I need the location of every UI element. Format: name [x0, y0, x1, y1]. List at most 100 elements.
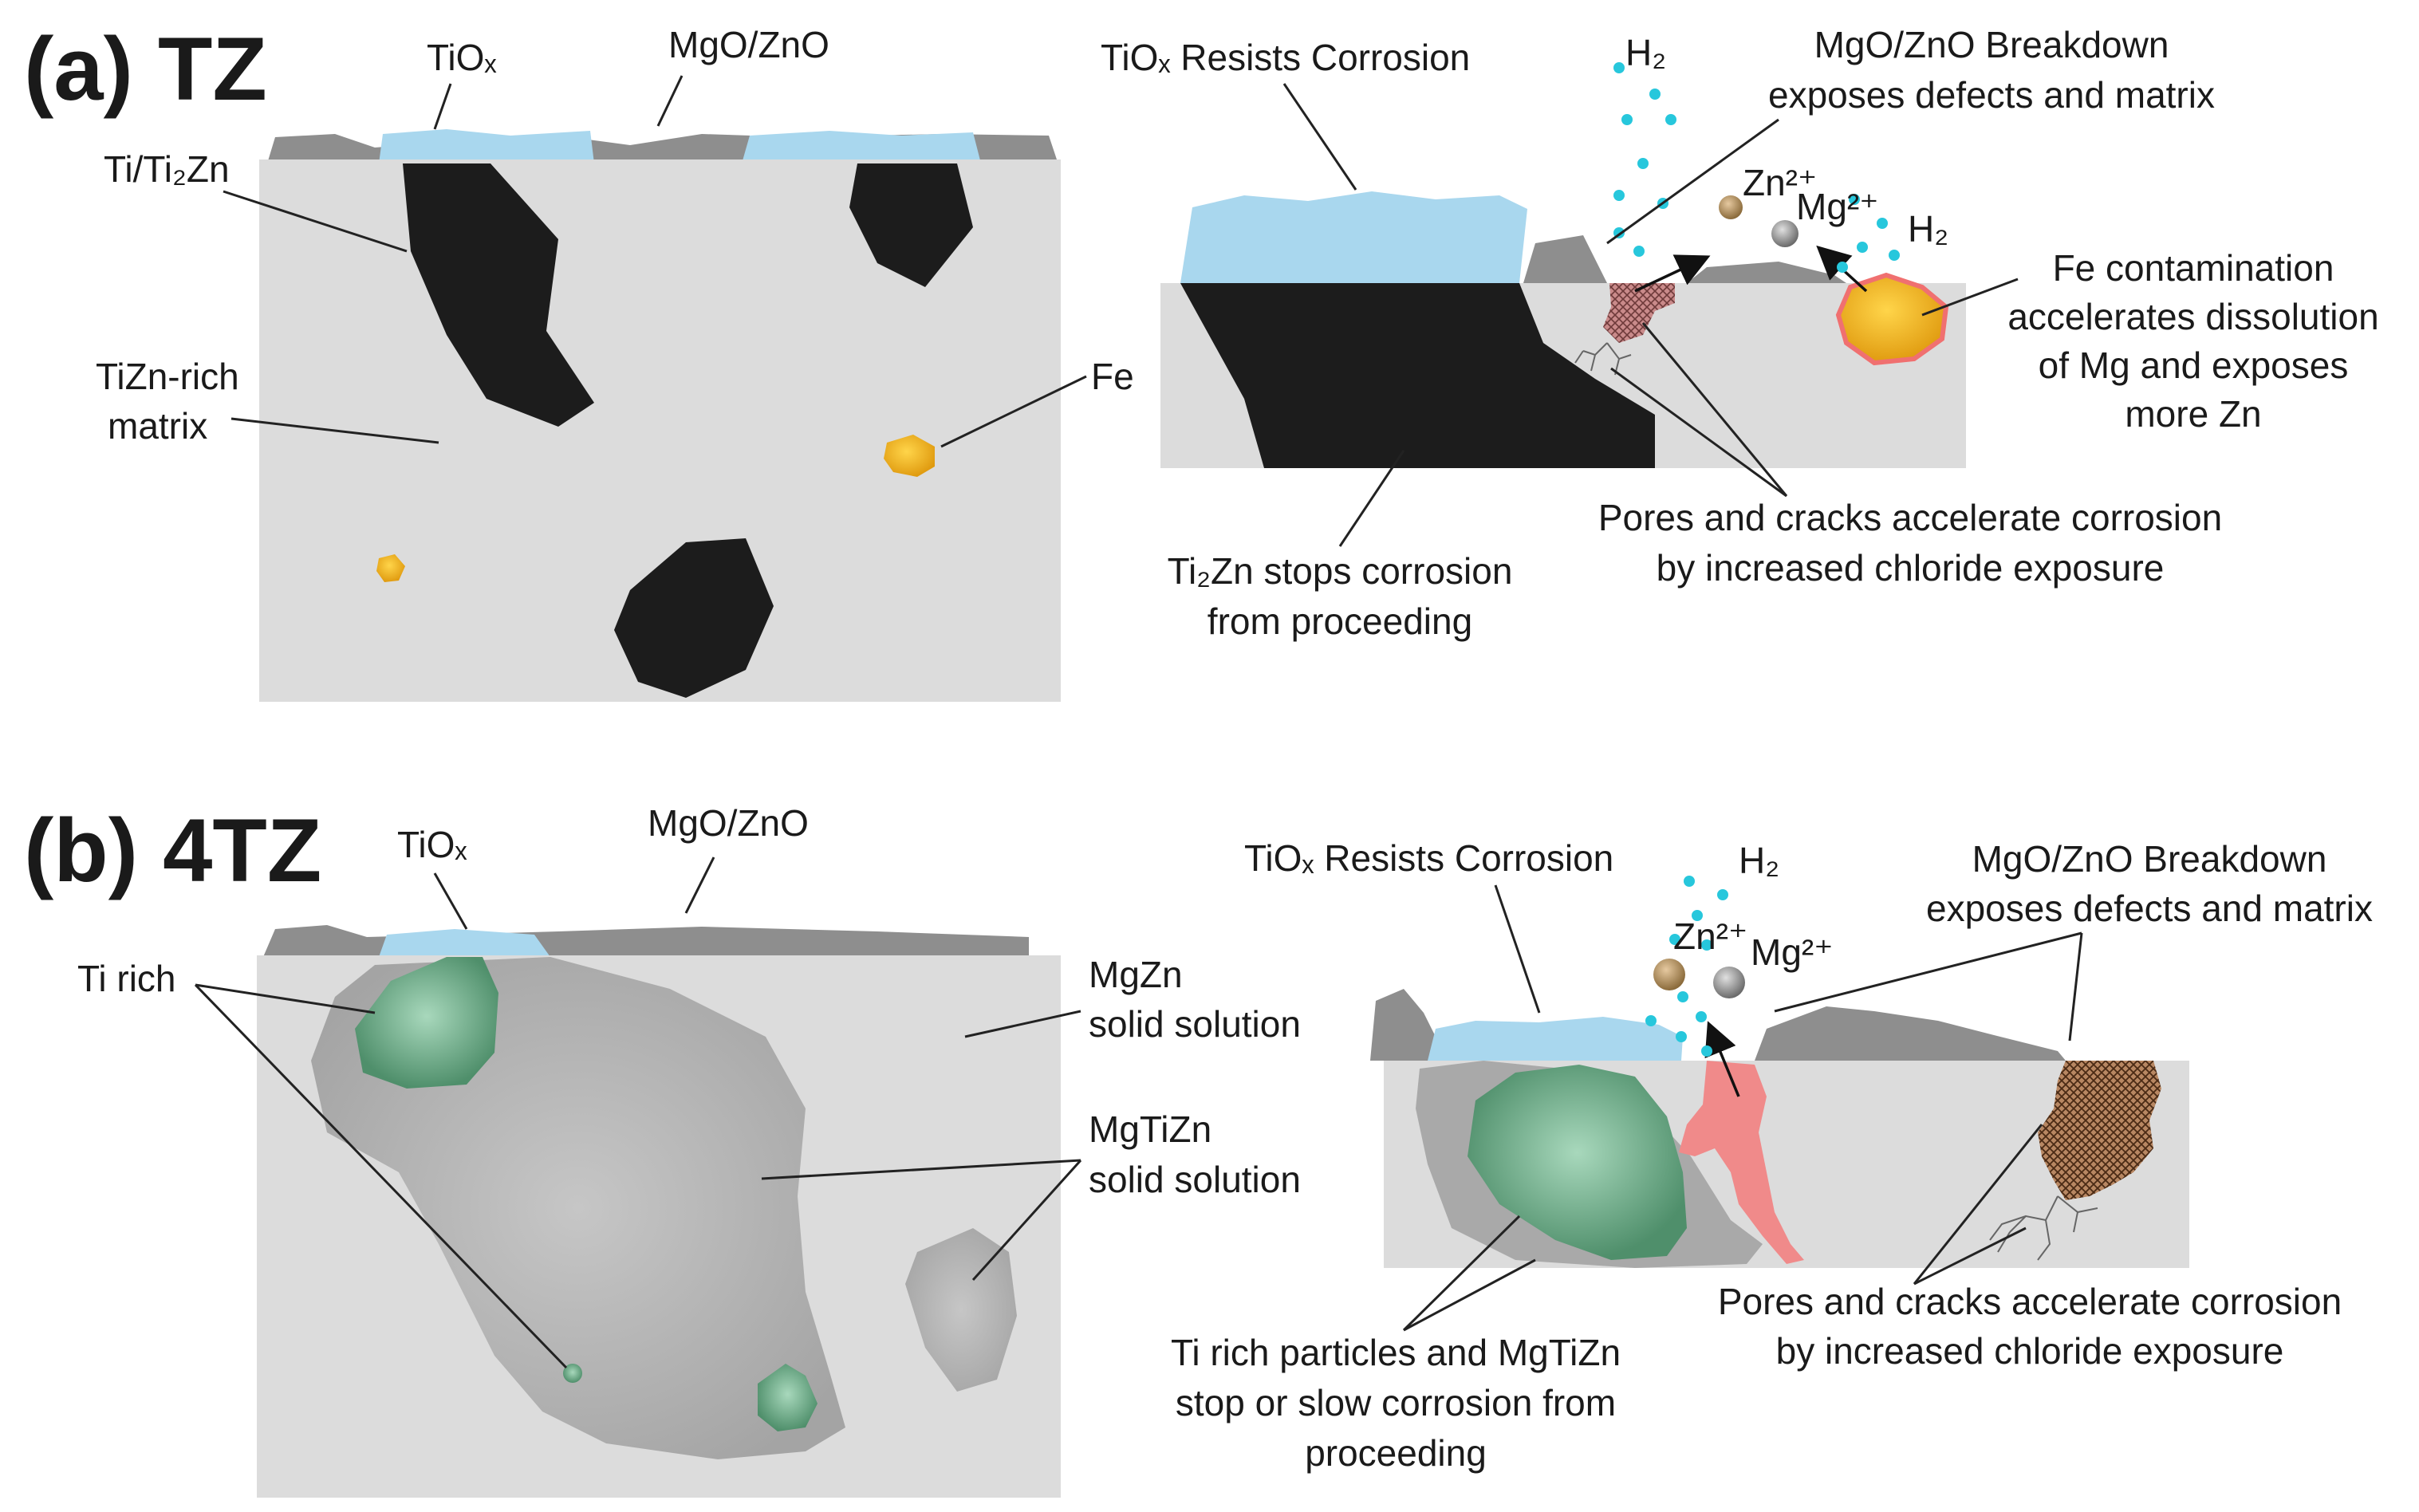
panel-a-cross-section [259, 129, 1061, 702]
crack-network-b [1989, 1195, 2098, 1261]
leader-ti2zn [1338, 450, 1405, 547]
mg-ion-b [1713, 967, 1745, 998]
zn-ion-b [1653, 959, 1685, 990]
leader-pores-b1 [1913, 1227, 2027, 1286]
label-breakdown-b2: exposes defects and matrix [1926, 888, 2373, 929]
label-tizn-rich-2: matrix [108, 405, 207, 447]
label-fe: Fe [1091, 356, 1134, 397]
panel-b-mechanism [1370, 876, 2189, 1268]
label-breakdown-1: MgO/ZnO Breakdown [1814, 24, 2169, 65]
label-zn-ion: Zn²⁺ [1743, 162, 1817, 203]
label-breakdown-b1: MgO/ZnO Breakdown [1972, 838, 2327, 880]
mgo-zno-fragment-1 [1523, 235, 1607, 283]
label-tiox: TiOₓ [427, 37, 497, 78]
label-pores-b1: Pores and cracks accelerate corrosion [1718, 1281, 2342, 1322]
ti2zn-block [1180, 283, 1655, 468]
fe-inclusion-2 [376, 554, 405, 582]
label-tiox-resists-b: TiOₓ Resists Corrosion [1244, 837, 1613, 879]
tiox-resists-layer-b [1428, 1017, 1683, 1061]
label-fe-4: more Zn [2125, 393, 2261, 435]
leader-ti-rich-2 [194, 983, 568, 1369]
ti-rich-particle-3 [758, 1364, 817, 1431]
label-tiox-b: TiOₓ [397, 824, 467, 865]
h2-bubbles-b [1645, 876, 1728, 1057]
ti2zn-particle-3 [614, 538, 774, 698]
leader-fe-contamination [1921, 278, 2019, 317]
leader-mgzn [964, 1010, 1081, 1038]
panel-b-cross-section [257, 925, 1061, 1498]
label-mg-ion: Mg²⁺ [1796, 186, 1879, 227]
zn-ion [1719, 195, 1743, 219]
h2-bubbles-a [1613, 62, 1900, 273]
panel-b-right-labels: TiOₓ Resists Corrosion H₂ Zn²⁺ Mg²⁺ MgO/… [1171, 837, 2373, 1474]
leader-tizn-rich [230, 417, 439, 444]
leader-tiox-resists-b [1494, 884, 1541, 1014]
panel-b-left-labels: TiOₓ MgO/ZnO Ti rich MgZn solid solution… [77, 802, 1301, 1369]
label-ti-rich: Ti rich [77, 958, 176, 999]
label-fe-1: Fe contamination [2053, 247, 2334, 289]
label-mgtizn-2: solid solution [1089, 1159, 1301, 1200]
leader-pores-1 [1641, 322, 1788, 497]
panel-a: (a) TZ TiOₓ MgO/ZnO Ti/Ti₂Zn TiZn-rich m… [24, 19, 2379, 702]
leader-mgtizn-1 [761, 1159, 1081, 1180]
mgo-zno-fragment-2 [1687, 262, 1846, 283]
leader-ti-particles-1 [1402, 1215, 1521, 1332]
leader-ti-particles-2 [1403, 1258, 1536, 1332]
leader-tiox [433, 83, 452, 130]
label-ti2zn-2: from proceeding [1208, 600, 1472, 642]
ti2zn-particle-2 [849, 163, 973, 287]
corrosion-channel-pink [1679, 1061, 1804, 1264]
label-ti-particles-2: stop or slow corrosion from [1176, 1382, 1616, 1423]
panel-a-right-labels: TiOₓ Resists Corrosion H₂ MgO/ZnO Breakd… [1101, 24, 2379, 642]
panel-a-title: (a) TZ [24, 19, 267, 119]
label-tizn-rich-1: TiZn-rich [96, 356, 239, 397]
leader-mgtizn-2 [971, 1159, 1082, 1282]
leader-pores-b2 [1913, 1124, 2043, 1285]
label-breakdown-2: exposes defects and matrix [1768, 74, 2215, 116]
leader-pores-2 [1610, 367, 1787, 498]
panel-b-title: (b) 4TZ [24, 801, 321, 900]
leader-tiox-b [433, 872, 468, 930]
mgtizn-small-region [905, 1228, 1017, 1392]
fe-inclusion-1 [884, 435, 935, 477]
tiox-resists-layer [1180, 191, 1527, 283]
ti-rich-particle-1 [355, 957, 498, 1089]
label-ti-particles-3: proceeding [1305, 1432, 1487, 1474]
label-pores-b2: by increased chloride exposure [1776, 1330, 2284, 1372]
label-pores-1: Pores and cracks accelerate corrosion [1598, 497, 2222, 538]
label-mgo-zno: MgO/ZnO [668, 24, 829, 65]
label-ti-particles-1: Ti rich particles and MgTiZn [1171, 1332, 1621, 1373]
crack-network [1574, 342, 1632, 376]
arrow-release-b [1704, 1021, 1740, 1097]
label-fe-2: accelerates dissolution [2007, 296, 2378, 337]
panel-b: (b) 4TZ TiOₓ MgO/ZnO Ti rich MgZn solid … [24, 801, 2373, 1498]
label-mgzn-1: MgZn [1089, 954, 1183, 995]
leader-fe [940, 375, 1087, 448]
label-ti2zn-1: Ti₂Zn stops corrosion [1168, 550, 1513, 592]
leader-mgo-zno [656, 75, 684, 127]
fe-dissolving-particle [1835, 272, 1949, 366]
label-fe-3: of Mg and exposes [2039, 345, 2349, 386]
corrosion-pit-brown [2038, 1061, 2161, 1200]
leader-tiox-resists [1282, 83, 1357, 191]
mg-ion [1771, 220, 1798, 247]
panel-a-mechanism [1160, 62, 1966, 468]
label-h2-right: H₂ [1908, 208, 1948, 250]
leader-mgo-zno-b [684, 856, 715, 914]
label-h2-b: H₂ [1739, 840, 1779, 881]
panel-a-left-labels: TiOₓ MgO/ZnO Ti/Ti₂Zn TiZn-rich matrix F… [96, 24, 1134, 448]
label-h2-top: H₂ [1625, 32, 1666, 73]
tiox-layer-b [379, 929, 550, 957]
label-mgzn-2: solid solution [1089, 1003, 1301, 1045]
tiox-layer-2 [742, 131, 981, 163]
tiox-layer [379, 129, 594, 163]
label-zn-ion-b: Zn²⁺ [1673, 915, 1747, 957]
leader-breakdown-b1 [1774, 931, 2082, 1013]
label-ti-ti2zn: Ti/Ti₂Zn [104, 148, 230, 190]
label-mgtizn-1: MgTiZn [1089, 1108, 1211, 1150]
mgo-zno-layer-b [263, 925, 1029, 957]
arrow-zn-release [1634, 254, 1711, 293]
label-pores-2: by increased chloride exposure [1657, 547, 2165, 589]
mgo-zno-fragment-b2 [1755, 1006, 2066, 1061]
